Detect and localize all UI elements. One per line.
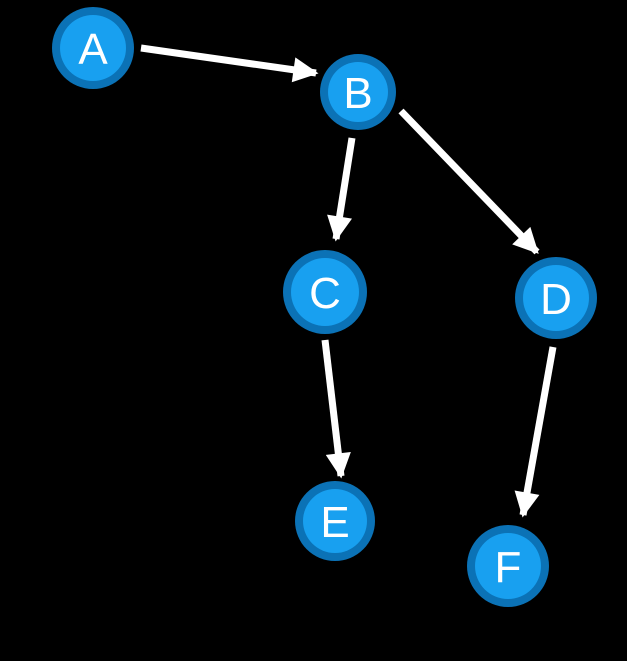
node-b[interactable]: B <box>320 54 396 130</box>
node-circle <box>328 62 388 122</box>
node-circle <box>475 533 541 599</box>
node-f[interactable]: F <box>467 525 549 607</box>
edge-a-b <box>140 44 319 83</box>
node-circle <box>523 265 589 331</box>
node-e[interactable]: E <box>295 481 375 561</box>
node-c[interactable]: C <box>283 250 367 334</box>
node-circle <box>303 489 367 553</box>
edge-d-f <box>514 346 557 518</box>
edge-b-c <box>327 137 356 242</box>
node-circle <box>60 15 126 81</box>
node-d[interactable]: D <box>515 257 597 339</box>
node-a[interactable]: A <box>52 7 134 89</box>
edge-c-e <box>321 339 351 479</box>
node-circle <box>291 258 359 326</box>
edge-b-d <box>398 108 540 255</box>
